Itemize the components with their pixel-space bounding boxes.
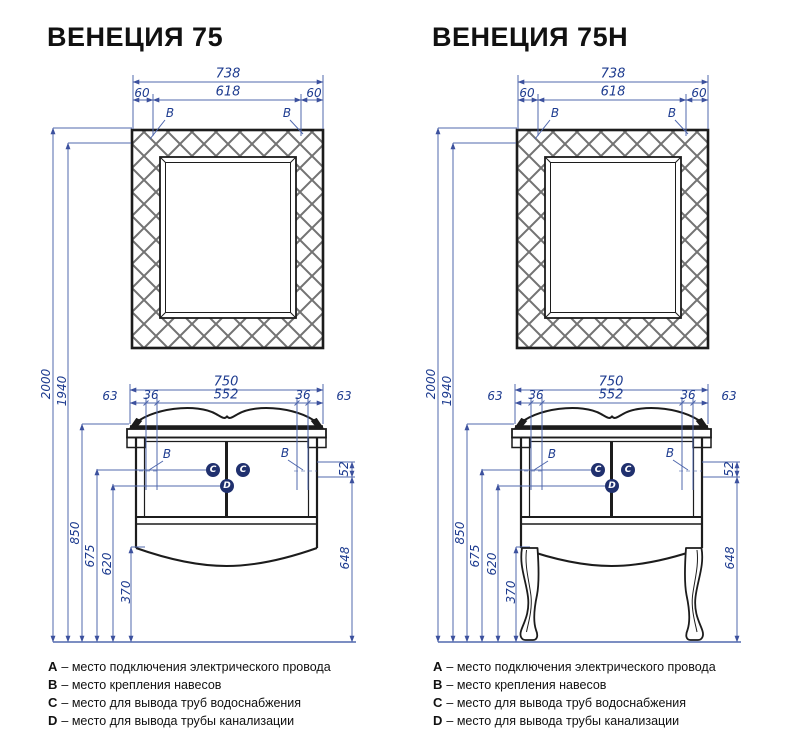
dim-mirror-side-left-r: 60 — [519, 86, 535, 100]
mark-b-cab-l1: B — [162, 447, 172, 461]
dim-cab-edge-left-l: 63 — [102, 389, 118, 403]
mark-c-circle-l1: C — [206, 463, 220, 477]
dim-cab-mount-right-r: 36 — [680, 388, 696, 402]
legend-text: – место для вывода труб водоснабжения — [446, 696, 687, 710]
mark-c-circle-l2: C — [236, 463, 250, 477]
legend-text: – место для вывода трубы канализации — [61, 714, 295, 728]
mark-d-circle-r: D — [605, 479, 619, 493]
dim-height-mount-l: 1940 — [55, 375, 69, 407]
legend-key: B — [433, 677, 443, 692]
mark-b-cab-r2: B — [665, 446, 675, 460]
legend-key: D — [433, 713, 443, 728]
dim-cab-mount-left-l: 36 — [143, 388, 159, 402]
mark-c-circle-r2: C — [621, 463, 635, 477]
page-title-left: ВЕНЕЦИЯ 75 — [47, 22, 224, 52]
legend-right: A– место подключения электрического пров… — [433, 658, 716, 730]
dim-height-mount-r: 1940 — [440, 375, 454, 407]
page-title-right: ВЕНЕЦИЯ 75Н — [432, 22, 629, 52]
legend-left: A– место подключения электрического пров… — [48, 658, 331, 730]
dim-cab-center-l: 552 — [213, 387, 239, 403]
legend-text: – место подключения электрического прово… — [446, 660, 716, 674]
legend-text: – место крепления навесов — [446, 678, 607, 692]
dim-cab-edge-right-r: 63 — [721, 389, 737, 403]
dim-mirror-side-left-l: 60 — [134, 86, 150, 100]
dim-675-r: 675 — [468, 544, 482, 568]
dim-mirror-center-left: 618 — [215, 84, 241, 100]
mark-b-cab-r1: B — [547, 447, 557, 461]
dim-620-l: 620 — [100, 552, 114, 576]
legend-key: D — [48, 713, 58, 728]
dim-cab-center-r: 552 — [598, 387, 624, 403]
legend-item-b: B– место крепления навесов — [433, 676, 716, 694]
legend-key: C — [48, 695, 58, 710]
legend-item-b: B– место крепления навесов — [48, 676, 331, 694]
dim-52-l: 52 — [337, 461, 351, 477]
dim-850-r: 850 — [453, 521, 467, 545]
legend-item-d: D– место для вывода трубы канализации — [433, 712, 716, 730]
legend-text: – место подключения электрического прово… — [61, 660, 331, 674]
dim-mirror-side-right-l: 60 — [306, 86, 322, 100]
legend-text: – место для вывода трубы канализации — [446, 714, 680, 728]
dim-370-r: 370 — [504, 580, 518, 604]
mark-b-mirror-r1: B — [550, 106, 560, 120]
mark-d-circle-l: D — [220, 479, 234, 493]
drawing-venecia-75n — [438, 75, 741, 642]
dim-cab-total-l: 750 — [213, 374, 239, 390]
mark-b-mirror-l2: B — [282, 106, 292, 120]
dim-height-total-r: 2000 — [424, 368, 438, 400]
dim-cab-mount-left-r: 36 — [528, 388, 544, 402]
legend-key: A — [48, 659, 58, 674]
mark-c-circle-r1: C — [591, 463, 605, 477]
cabriole-leg-left — [519, 547, 540, 641]
dim-675-l: 675 — [83, 544, 97, 568]
dim-850-l: 850 — [68, 521, 82, 545]
legend-item-a: A– место подключения электрического пров… — [433, 658, 716, 676]
legend-key: A — [433, 659, 443, 674]
legend-item-d: D– место для вывода трубы канализации — [48, 712, 331, 730]
legend-text: – место для вывода труб водоснабжения — [61, 696, 302, 710]
dim-mirror-total-r: 738 — [600, 66, 626, 82]
dim-mirror-total-left: 738 — [215, 66, 241, 82]
dim-620-r: 620 — [485, 552, 499, 576]
dim-mirror-center-r: 618 — [600, 84, 626, 100]
dim-height-total-l: 2000 — [39, 368, 53, 400]
dim-370-l: 370 — [119, 580, 133, 604]
dim-648-r: 648 — [723, 546, 737, 570]
dim-52-r: 52 — [722, 461, 736, 477]
legend-item-a: A– место подключения электрического пров… — [48, 658, 331, 676]
dim-mirror-side-right-r: 60 — [691, 86, 707, 100]
legend-text: – место крепления навесов — [61, 678, 222, 692]
dim-648-l: 648 — [338, 546, 352, 570]
mark-b-mirror-r2: B — [667, 106, 677, 120]
dim-cab-edge-left-r: 63 — [487, 389, 503, 403]
dim-cab-mount-right-l: 36 — [295, 388, 311, 402]
mark-b-cab-l2: B — [280, 446, 290, 460]
dim-cab-edge-right-l: 63 — [336, 389, 352, 403]
legend-key: B — [48, 677, 58, 692]
legend-item-c: C– место для вывода труб водоснабжения — [433, 694, 716, 712]
legend-item-c: C– место для вывода труб водоснабжения — [48, 694, 331, 712]
legend-key: C — [433, 695, 443, 710]
mark-b-mirror-l1: B — [165, 106, 175, 120]
cabriole-leg-right — [684, 547, 704, 641]
dim-cab-total-r: 750 — [598, 374, 624, 390]
drawing-venecia-75 — [53, 75, 356, 642]
